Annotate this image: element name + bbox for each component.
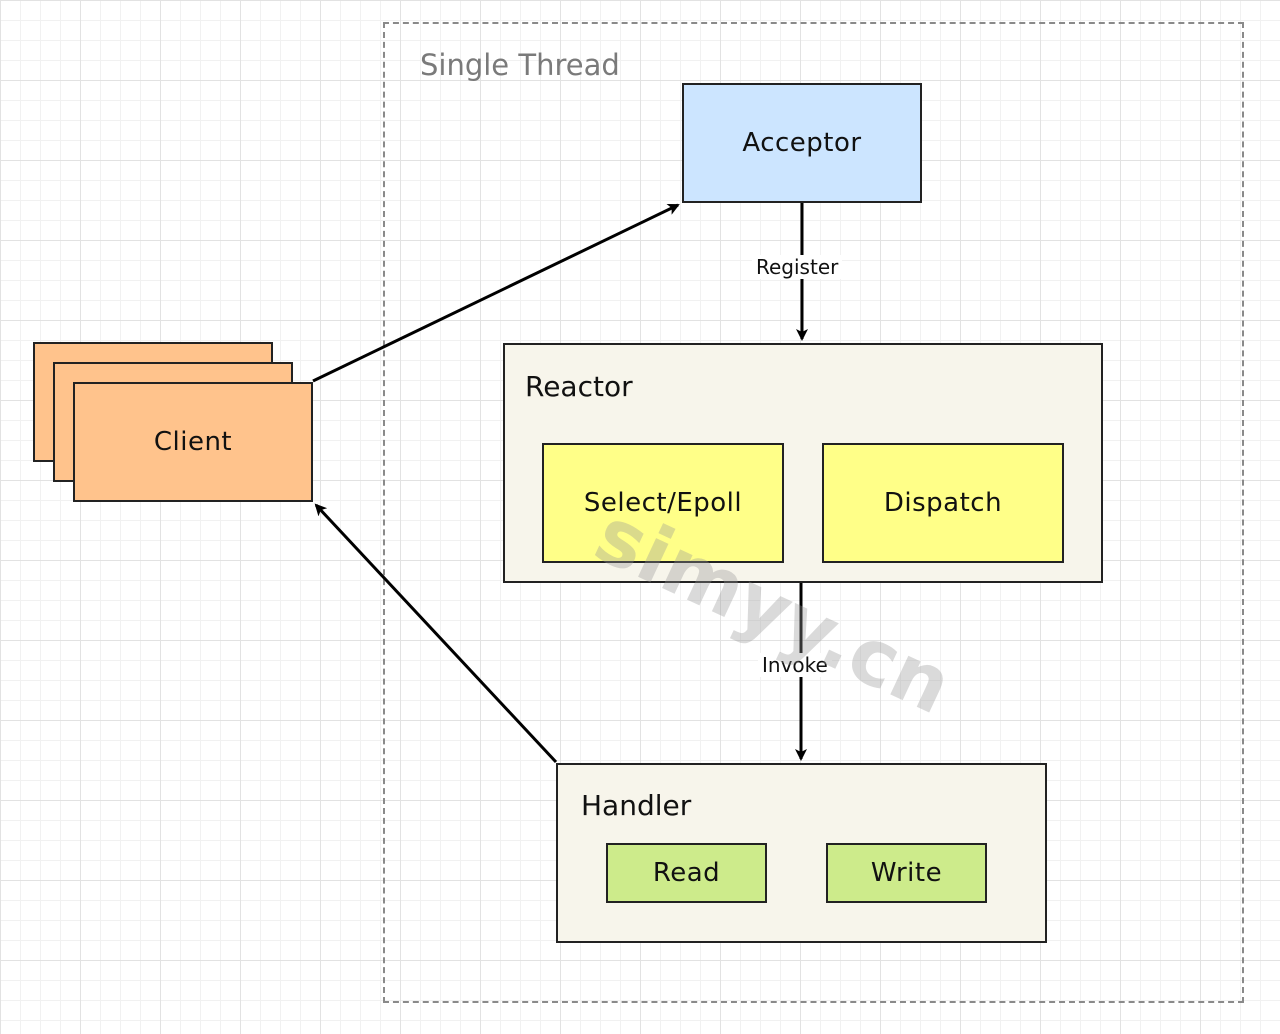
handler-title: Handler (581, 789, 692, 822)
select-epoll-label: Select/Epoll (583, 488, 743, 518)
edge-client-to-acceptor (312, 203, 680, 383)
edge-handler-to-client (314, 503, 558, 764)
single-thread-title: Single Thread (420, 48, 620, 82)
select-epoll-node[interactable]: Select/Epoll (542, 443, 784, 563)
write-label: Write (870, 858, 943, 888)
dispatch-label: Dispatch (883, 488, 1003, 518)
acceptor-label: Acceptor (742, 128, 862, 158)
client-node[interactable]: Client (73, 382, 313, 502)
register-edge-label: Register (752, 255, 843, 279)
read-node[interactable]: Read (606, 843, 767, 903)
write-node[interactable]: Write (826, 843, 987, 903)
reactor-title: Reactor (525, 370, 633, 403)
read-label: Read (652, 858, 721, 888)
invoke-edge-label: Invoke (758, 653, 832, 677)
client-label: Client (153, 427, 233, 457)
acceptor-node[interactable]: Acceptor (682, 83, 922, 203)
dispatch-node[interactable]: Dispatch (822, 443, 1064, 563)
single-thread-region (383, 22, 1244, 1003)
